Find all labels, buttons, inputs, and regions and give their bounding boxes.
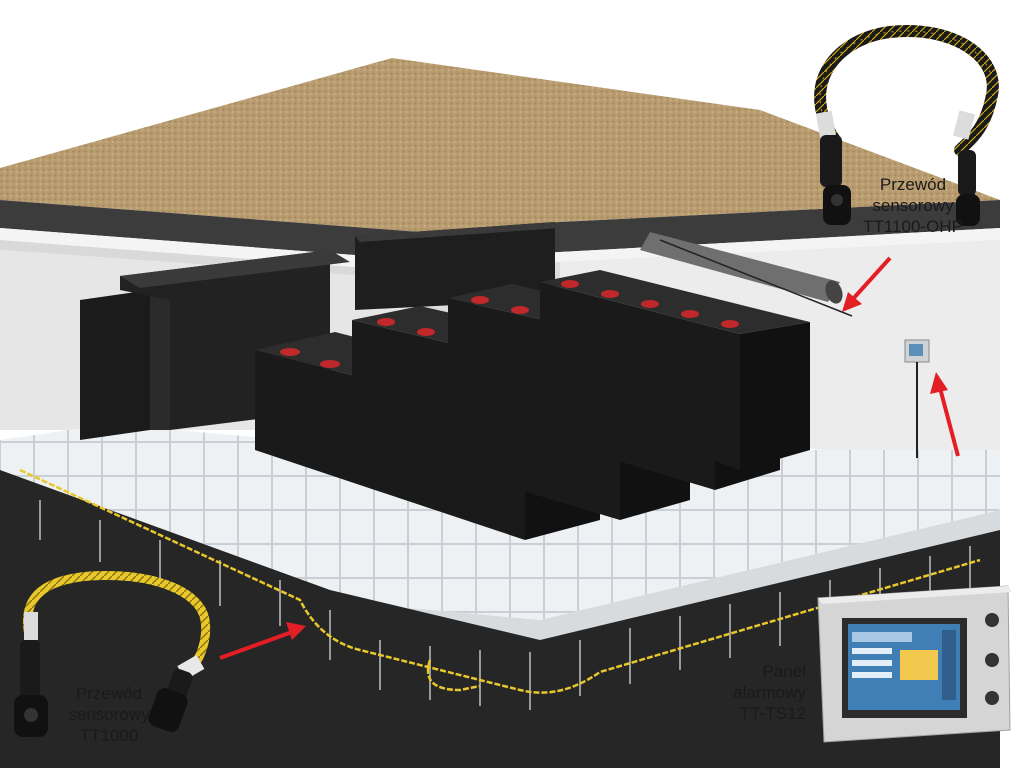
label-line: sensorowy [68, 705, 150, 724]
label-tt-ts12: Panel alarmowy TT-TS12 [706, 661, 806, 724]
connector-right [148, 669, 193, 733]
tt1100-ohp-cable [814, 25, 999, 226]
connector-right [956, 150, 980, 226]
arrow-to-pipe-cable [842, 256, 892, 312]
label-tt1000: Przewód sensorowy TT1000 [44, 683, 174, 746]
label-line: TT-TS12 [739, 704, 806, 723]
arrow-to-wall-panel [930, 372, 960, 457]
rack-row-4 [540, 270, 810, 470]
label-line: alarmowy [733, 683, 806, 702]
label-line: sensorowy [872, 196, 954, 215]
wall-mounted-panel [904, 339, 930, 458]
connector-left [820, 135, 851, 225]
label-tt1100-ohp: Przewód sensorowy TT1100-OHP [843, 174, 983, 237]
tt1000-cable [14, 570, 211, 737]
label-line: Panel [762, 662, 806, 681]
server-rack-rows [255, 270, 810, 540]
overhead-pipe [640, 232, 853, 317]
label-line: TT1100-OHP [863, 217, 963, 236]
label-line: TT1000 [79, 726, 139, 745]
tt-ts12-alarm-panel [817, 585, 1012, 743]
label-line: Przewód [75, 684, 143, 703]
connector-left [14, 640, 48, 737]
arrow-to-floor-cable [219, 622, 306, 660]
label-line: Przewód [879, 175, 947, 194]
red-arrows [219, 256, 960, 660]
